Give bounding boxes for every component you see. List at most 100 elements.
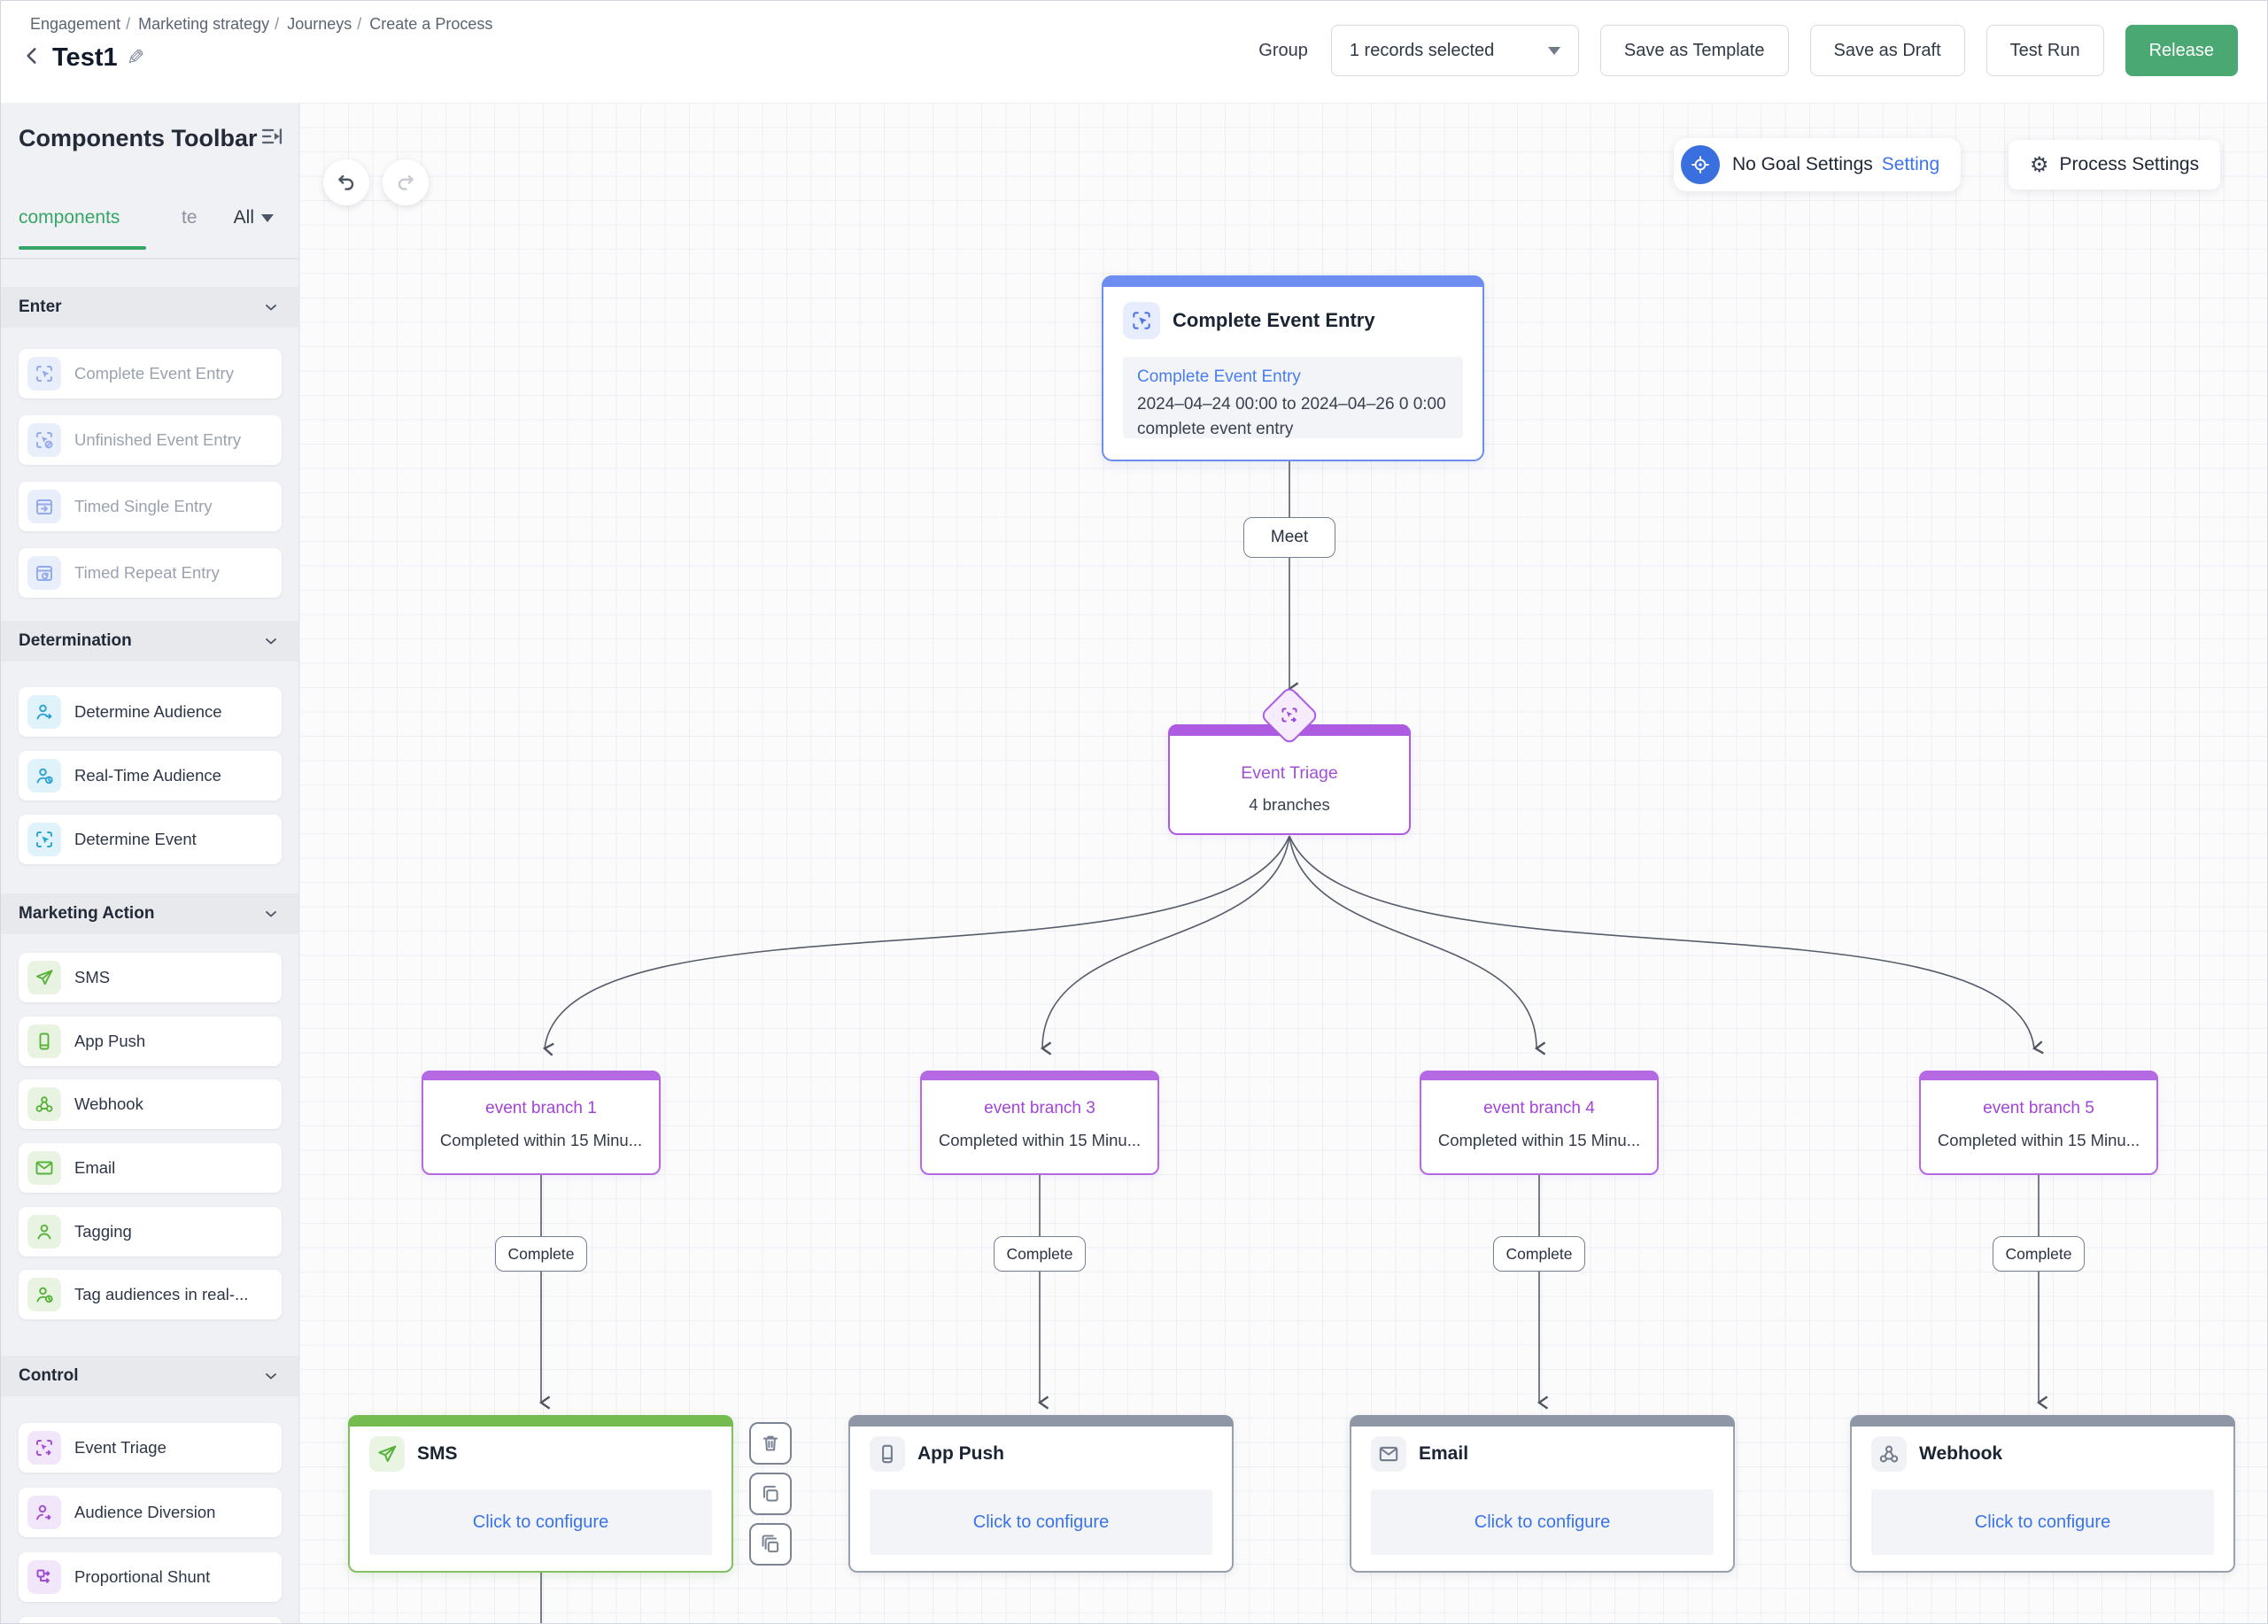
scan-cursor-icon (27, 823, 61, 856)
breadcrumb-item[interactable]: Marketing strategy (138, 15, 270, 33)
component-event-triage[interactable]: Event Triage (19, 1423, 282, 1473)
records-dropdown[interactable]: 1 records selected (1330, 25, 1579, 76)
component-determine-event[interactable]: Determine Event (19, 815, 282, 864)
copy-node-button[interactable] (749, 1473, 792, 1515)
edit-title-icon[interactable]: ✎ (126, 46, 144, 70)
process-settings-button[interactable]: ⚙ Process Settings (2009, 140, 2221, 189)
component-label: Complete Event Entry (74, 364, 234, 383)
undo-button[interactable] (323, 159, 369, 205)
node-config-panel[interactable]: Click to configure (870, 1489, 1212, 1555)
release-button[interactable]: Release (2125, 25, 2238, 76)
node-event-branch-5[interactable]: event branch 5 Completed within 15 Minu.… (1919, 1071, 2158, 1175)
component-audience-diversion[interactable]: Audience Diversion (19, 1488, 282, 1537)
paper-plane-icon (27, 961, 61, 994)
component-app-push[interactable]: App Push (19, 1017, 282, 1066)
flow-canvas[interactable]: No Goal Settings Setting ⚙ Process Setti… (299, 103, 2267, 1623)
click-to-configure-link[interactable]: Click to configure (1974, 1512, 2111, 1532)
toolbar-title: Components Toolbar (19, 125, 258, 151)
edge-label-complete[interactable]: Complete (1993, 1236, 2085, 1272)
component-sms[interactable]: SMS (19, 953, 282, 1002)
calendar-arrow-icon (27, 490, 61, 523)
webhook-icon (1871, 1436, 1907, 1472)
component-unfinished-event-entry[interactable]: Unfinished Event Entry (19, 415, 282, 465)
back-chevron-icon[interactable] (20, 44, 43, 72)
component-label: Email (74, 1158, 116, 1177)
breadcrumb-item[interactable]: Journeys (287, 15, 352, 33)
node-webhook[interactable]: Webhook Click to configure (1850, 1415, 2235, 1573)
node-accent-bar (920, 1071, 1159, 1080)
node-event-branch-4[interactable]: event branch 4 Completed within 15 Minu.… (1420, 1071, 1659, 1175)
person-icon (27, 1215, 61, 1249)
branch-title: event branch 4 (1483, 1099, 1595, 1117)
delete-node-button[interactable] (749, 1422, 792, 1465)
node-accent-bar (422, 1071, 661, 1080)
process-settings-label: Process Settings (2059, 154, 2200, 174)
branch-title: event branch 3 (984, 1099, 1095, 1117)
node-config-link[interactable]: Complete Event Entry (1137, 367, 1301, 386)
node-accent-bar (1919, 1071, 2158, 1080)
save-as-template-button[interactable]: Save as Template (1599, 25, 1789, 76)
save-as-draft-button[interactable]: Save as Draft (1809, 25, 1965, 76)
component-proportional-shunt[interactable]: Proportional Shunt (19, 1552, 282, 1602)
component-label: Timed Repeat Entry (74, 563, 220, 582)
node-event-branch-3[interactable]: event branch 3 Completed within 15 Minu.… (920, 1071, 1159, 1175)
node-config-panel[interactable]: Complete Event Entry 2024–04–24 00:00 to… (1123, 357, 1463, 438)
node-complete-event-entry[interactable]: Complete Event Entry Complete Event Entr… (1102, 275, 1484, 461)
filter-all-dropdown[interactable]: All (234, 207, 274, 228)
calendar-repeat-icon (27, 556, 61, 590)
redo-button[interactable] (383, 159, 429, 205)
edge-label-meet[interactable]: Meet (1243, 517, 1335, 558)
component-timed-single-entry[interactable]: Timed Single Entry (19, 482, 282, 531)
filter-all-value: All (233, 207, 254, 228)
envelope-icon (1371, 1436, 1406, 1472)
flow-edges (538, 461, 2048, 1623)
component-timed-repeat-entry[interactable]: Timed Repeat Entry (19, 548, 282, 598)
component-label: Webhook (74, 1094, 143, 1113)
node-config-panel[interactable]: Click to configure (1871, 1489, 2214, 1555)
node-email[interactable]: Email Click to configure (1350, 1415, 1735, 1573)
click-to-configure-link[interactable]: Click to configure (972, 1512, 1110, 1532)
edge-label-complete[interactable]: Complete (495, 1236, 587, 1272)
component-real-time-audience[interactable]: Real-Time Audience (19, 751, 282, 800)
records-dropdown-value: 1 records selected (1349, 40, 1495, 60)
section-label: Marketing Action (19, 904, 155, 923)
component-determine-audience[interactable]: Determine Audience (19, 687, 282, 737)
branch-subtitle: Completed within 15 Minu... (439, 1131, 643, 1149)
component-complete-event-entry[interactable]: Complete Event Entry (19, 349, 282, 398)
node-event-branch-1[interactable]: event branch 1 Completed within 15 Minu.… (422, 1071, 661, 1175)
section-header-marketing-action[interactable]: Marketing Action (1, 893, 298, 934)
goal-setting-link[interactable]: Setting (1881, 154, 1940, 174)
node-title: Complete Event Entry (1173, 309, 1375, 331)
tab-templates[interactable]: te (182, 207, 197, 228)
section-header-determination[interactable]: Determination (1, 621, 298, 661)
component-tag-audiences-real-time[interactable]: Tag audiences in real-... (19, 1270, 282, 1319)
component-tagging[interactable]: Tagging (19, 1207, 282, 1257)
component-email[interactable]: Email (19, 1143, 282, 1193)
node-event-triage[interactable]: Event Triage 4 branches (1168, 685, 1411, 835)
node-config-panel[interactable]: Click to configure (369, 1489, 712, 1555)
chevron-down-icon (1547, 46, 1560, 55)
test-run-button[interactable]: Test Run (1985, 25, 2104, 76)
component-webhook[interactable]: Webhook (19, 1079, 282, 1129)
click-to-configure-link[interactable]: Click to configure (1474, 1512, 1611, 1532)
edge-label-complete[interactable]: Complete (994, 1236, 1086, 1272)
tab-components[interactable]: components (19, 207, 120, 228)
breadcrumb-item[interactable]: Engagement (30, 15, 121, 33)
edge-label-complete[interactable]: Complete (1493, 1236, 1585, 1272)
active-tab-underline (19, 246, 146, 250)
node-config-panel[interactable]: Click to configure (1371, 1489, 1714, 1555)
node-app-push[interactable]: App Push Click to configure (848, 1415, 1234, 1573)
component-label: App Push (74, 1032, 146, 1050)
click-to-configure-link[interactable]: Click to configure (472, 1512, 609, 1532)
gear-icon: ⚙ (2030, 152, 2049, 177)
node-title: Email (1419, 1443, 1469, 1464)
section-header-enter[interactable]: Enter (1, 287, 298, 328)
node-toolbar (749, 1422, 792, 1566)
collapse-panel-icon[interactable] (259, 124, 284, 153)
node-title: App Push (917, 1443, 1004, 1464)
node-accent-bar (1850, 1415, 2235, 1427)
node-sms[interactable]: SMS Click to configure (348, 1415, 733, 1573)
section-header-control[interactable]: Control (1, 1356, 298, 1396)
duplicate-node-button[interactable] (749, 1523, 792, 1566)
node-title: SMS (417, 1443, 458, 1464)
